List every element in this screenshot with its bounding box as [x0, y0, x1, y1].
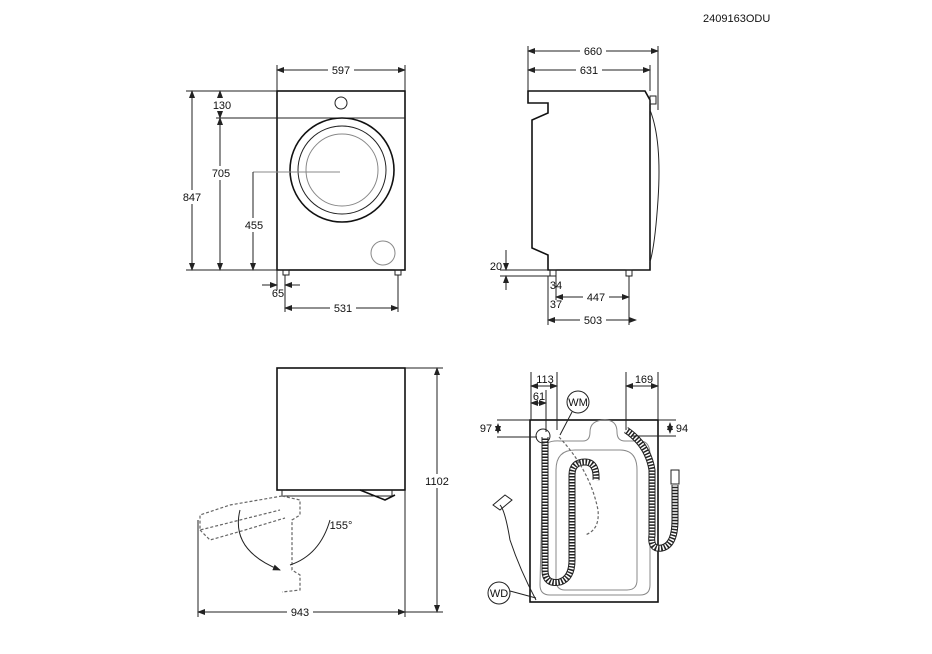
lower-height-label: 705 — [212, 168, 230, 180]
drain-offset-label: 113 — [536, 374, 554, 386]
body-depth-label: 631 — [580, 65, 598, 77]
front-view: 597 847 130 705 455 65 531 — [180, 63, 406, 315]
door-ring — [289, 117, 395, 223]
front-width-label: 597 — [332, 65, 350, 77]
program-knob — [334, 96, 348, 110]
side-view: 660 631 20 34 447 37 503 — [490, 44, 660, 327]
total-height-label: 847 — [183, 192, 201, 204]
foot-spacing-b-label: 503 — [584, 315, 602, 327]
foot-offset-b-label: 37 — [550, 299, 562, 311]
door-outline-open — [281, 495, 301, 593]
opening-angle-label: 155° — [330, 520, 353, 532]
door-glass — [297, 125, 387, 215]
foot-spacing-a-label: 447 — [587, 292, 605, 304]
wd-marker-label: WD — [490, 588, 508, 600]
side-cabinet — [527, 90, 651, 271]
foot-offset-a-label: 34 — [550, 280, 562, 292]
foot-spacing-label: 531 — [334, 303, 352, 315]
height-open-label: 1102 — [425, 476, 449, 488]
front-cabinet — [276, 90, 406, 271]
total-depth-label: 660 — [584, 46, 602, 58]
door-profile — [649, 109, 660, 263]
door-open-view: 155° 1102 943 — [197, 367, 454, 619]
foot-height-label: 20 — [490, 261, 502, 273]
foot-offset-label: 65 — [272, 288, 284, 300]
door-center-label: 455 — [245, 220, 263, 232]
rear-cabinet — [529, 419, 659, 603]
inlet-height-label: 94 — [676, 423, 688, 435]
rear-view: 113 61 169 97 94 WM WD — [480, 372, 688, 605]
top-cabinet — [276, 367, 406, 491]
drawing-code: 2409163ODU — [703, 13, 770, 25]
drain-offset-inner-label: 61 — [533, 391, 545, 403]
wm-marker — [566, 390, 590, 414]
wd-marker — [487, 581, 511, 605]
wm-marker-label: WM — [568, 397, 588, 409]
depth-open-label: 943 — [291, 607, 309, 619]
inlet-offset-label: 169 — [635, 374, 653, 386]
filter-cover — [370, 240, 396, 266]
drain-height-label: 97 — [480, 423, 492, 435]
top-panel-label: 130 — [213, 100, 231, 112]
